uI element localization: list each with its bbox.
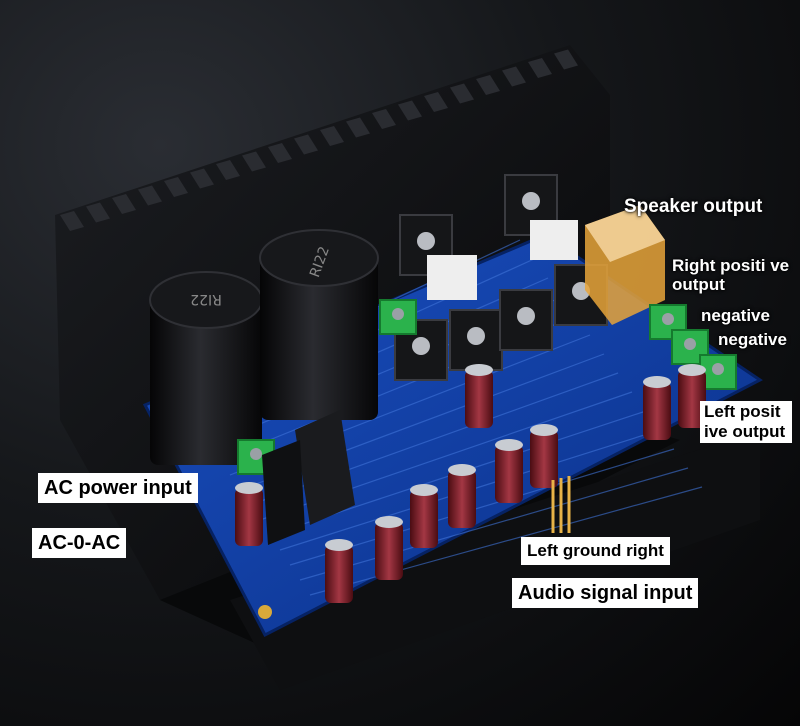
capacitor-top — [643, 376, 671, 388]
label-ac-power-input: AC power input — [38, 473, 198, 503]
heatsink-fin — [60, 211, 84, 231]
heatsink-fin — [450, 83, 474, 104]
label-negative-1: negative — [701, 306, 770, 325]
heatsink-fin — [216, 160, 240, 180]
electrolytic-capacitors — [235, 364, 706, 603]
capacitor-top — [495, 439, 523, 451]
electrolytic-capacitor — [325, 545, 353, 603]
heatsink-fin — [320, 126, 344, 146]
label-right-positive-output: Right positi ve output — [672, 256, 790, 294]
terminal-screw — [662, 313, 674, 325]
capacitor-marking: RI22 — [190, 291, 222, 307]
ceramic-resistor — [427, 255, 477, 300]
pcb-trace — [309, 486, 703, 596]
terminal-blocks — [237, 299, 737, 475]
electrolytic-capacitor — [410, 490, 438, 548]
transistor-screw — [412, 337, 430, 355]
heatsink-fin — [346, 117, 370, 138]
heatsink-fin — [86, 202, 110, 223]
electrolytic-capacitor — [678, 370, 706, 428]
pcb-trace — [299, 467, 689, 581]
capacitor-top — [325, 539, 353, 551]
terminal-screw — [712, 363, 724, 375]
heatsink-fin — [268, 143, 292, 163]
label-left-ground-right: Left ground right — [521, 537, 670, 565]
capacitor-top — [465, 364, 493, 376]
pcb-trace — [289, 448, 675, 566]
transistor-screw — [417, 232, 435, 250]
label-negative-2: negative — [718, 330, 787, 349]
electrolytic-capacitor — [375, 522, 403, 580]
heatsink-fin — [528, 58, 552, 78]
capacitor-top — [410, 484, 438, 496]
capacitor-top — [375, 516, 403, 528]
heatsink-fin — [164, 177, 188, 197]
ceramic-resistor — [530, 220, 578, 260]
heatsink-fin — [294, 134, 318, 155]
heatsink-fin — [138, 185, 162, 206]
label-audio-signal-input: Audio signal input — [512, 578, 699, 608]
transistor-screw — [517, 307, 535, 325]
filter-capacitor-left: RI22 — [149, 271, 263, 465]
capacitor-top — [678, 364, 706, 376]
transistor-screw — [522, 192, 540, 210]
electrolytic-capacitor — [530, 430, 558, 488]
heatsink-fin — [112, 194, 136, 214]
relay — [585, 205, 665, 325]
heatsink-fin — [424, 92, 448, 112]
electrolytic-capacitor — [448, 470, 476, 528]
terminal-screw — [392, 308, 404, 320]
label-left-positive-output: Left posit ive output — [700, 401, 792, 443]
capacitor-top — [448, 464, 476, 476]
heatsink-fin — [398, 100, 422, 121]
heatsink-fin — [190, 168, 214, 189]
electrolytic-capacitor — [465, 370, 493, 428]
heatsink-fin — [242, 151, 266, 172]
terminal-screw — [250, 448, 262, 460]
heatsink-fin — [476, 75, 500, 95]
rectifier-plate — [262, 410, 355, 545]
capacitor-top — [235, 482, 263, 494]
heatsink-fin — [502, 66, 526, 87]
label-speaker-output: Speaker output — [624, 196, 763, 217]
filter-capacitor-right: RI22 — [259, 229, 379, 420]
electrolytic-capacitor — [235, 488, 263, 546]
signal-input-pins — [551, 476, 571, 533]
transistor-screw — [467, 327, 485, 345]
heatsink-fins — [60, 49, 578, 231]
terminal-screw — [684, 338, 696, 350]
heatsink-fin — [372, 109, 396, 129]
electrolytic-capacitor — [495, 445, 523, 503]
electrolytic-capacitor — [643, 382, 671, 440]
capacitor-top — [530, 424, 558, 436]
heatsink-fin — [554, 49, 578, 70]
label-ac-0-ac: AC-0-AC — [32, 528, 127, 558]
